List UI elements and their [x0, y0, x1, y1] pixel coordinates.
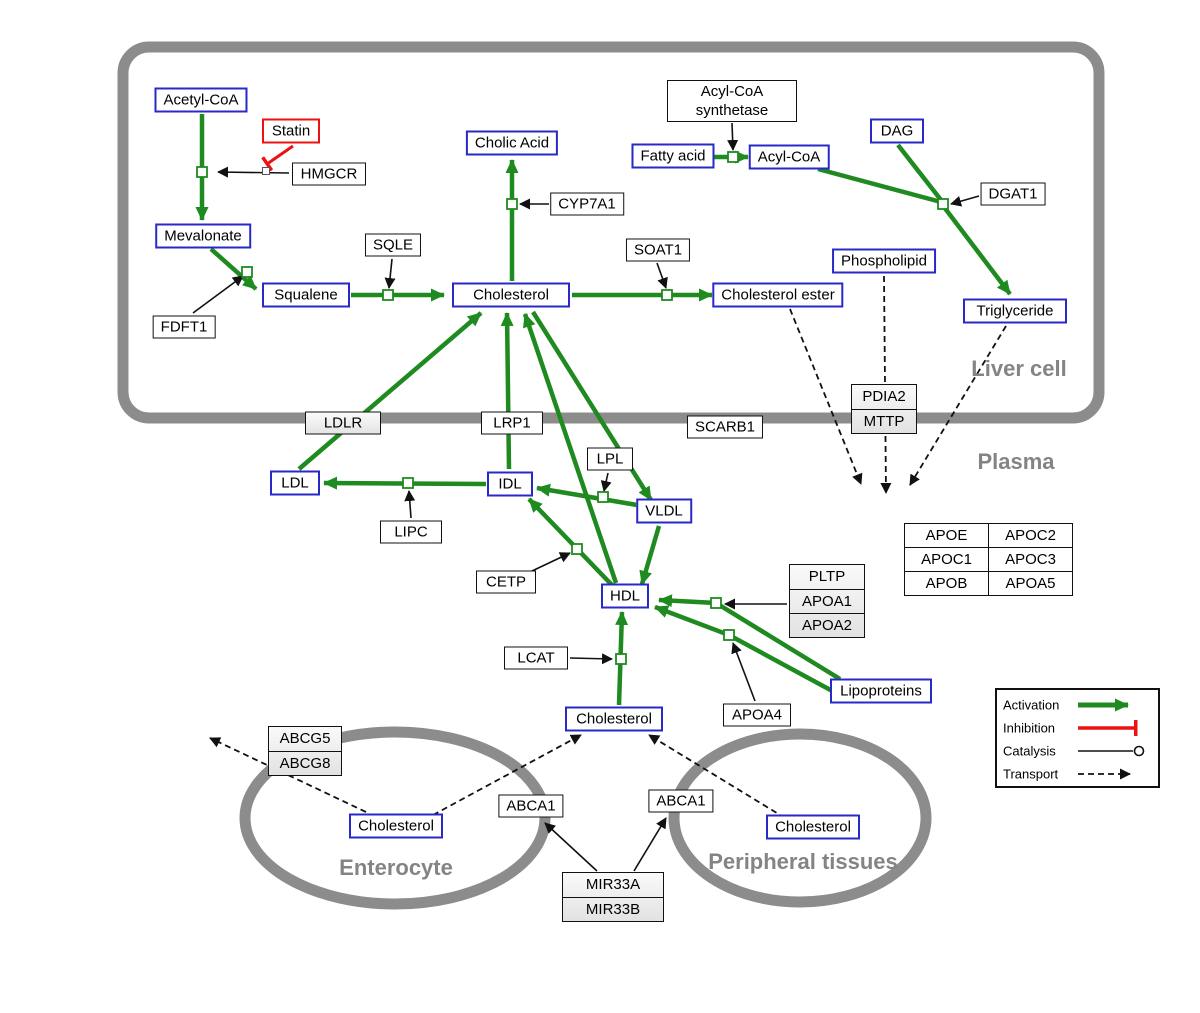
- liver-cell-outline: [117, 41, 1105, 424]
- enterocyte-outline: [239, 726, 551, 910]
- node-lipc[interactable]: LIPC: [380, 520, 442, 544]
- node-cetp[interactable]: CETP: [476, 570, 536, 594]
- node-soat1[interactable]: SOAT1: [625, 238, 691, 262]
- node-pdia2[interactable]: PDIA2: [862, 388, 906, 405]
- node-vldl[interactable]: VLDL: [636, 498, 692, 524]
- node-squalene[interactable]: Squalene: [262, 282, 350, 308]
- node-apoa2[interactable]: APOA2: [790, 613, 864, 637]
- node-fatty-acid[interactable]: Fatty acid: [631, 143, 715, 169]
- node-cholesterol-peripheral[interactable]: Cholesterol: [766, 814, 860, 840]
- enterocyte-label: Enterocyte: [339, 855, 453, 880]
- node-lrp1[interactable]: LRP1: [481, 411, 543, 435]
- node-cholic-acid[interactable]: Cholic Acid: [465, 130, 559, 156]
- node-group-mir33: MIR33A MIR33B: [562, 872, 664, 922]
- acyl-coa-synthetase-line1: Acyl-CoA: [700, 83, 764, 100]
- peripheral-tissues-label: Peripheral tissues: [708, 849, 898, 874]
- node-apoe[interactable]: APOE: [905, 524, 989, 548]
- catalysis-anchor: [262, 167, 270, 175]
- node-abcg5[interactable]: ABCG5: [279, 730, 331, 747]
- node-cholesterol-plasma[interactable]: Cholesterol: [565, 706, 663, 732]
- node-dag[interactable]: DAG: [870, 118, 924, 144]
- legend-inhibition-label: Inhibition: [1003, 720, 1056, 736]
- node-fdft1[interactable]: FDFT1: [152, 315, 216, 339]
- node-lpl[interactable]: LPL: [587, 447, 633, 471]
- legend-transport-label: Transport: [1003, 766, 1059, 782]
- node-mir33b[interactable]: MIR33B: [563, 897, 663, 921]
- node-apoc2[interactable]: APOC2: [989, 524, 1073, 548]
- node-acyl-coa[interactable]: Acyl-CoA: [748, 144, 830, 170]
- legend-catalysis-circle: [1133, 745, 1145, 757]
- node-hmgcr[interactable]: HMGCR: [292, 162, 366, 186]
- activation-edges: [195, 114, 1012, 706]
- node-cyp7a1[interactable]: CYP7A1: [550, 192, 624, 216]
- node-apoa5[interactable]: APOA5: [989, 572, 1073, 596]
- node-ldl[interactable]: LDL: [270, 470, 320, 496]
- acyl-coa-synthetase-line2: synthetase: [695, 102, 769, 119]
- node-statin[interactable]: Statin: [262, 118, 320, 144]
- node-triglyceride[interactable]: Triglyceride: [963, 298, 1067, 324]
- node-group-pltp-apoa1-apoa2: PLTP APOA1 APOA2: [789, 564, 865, 638]
- node-abca1-peripheral[interactable]: ABCA1: [648, 789, 714, 813]
- node-mir33a[interactable]: MIR33A: [585, 876, 641, 893]
- node-pltp[interactable]: PLTP: [808, 568, 846, 585]
- node-sqle[interactable]: SQLE: [364, 233, 422, 257]
- node-lipoproteins[interactable]: Lipoproteins: [830, 678, 932, 704]
- node-apoa4[interactable]: APOA4: [723, 703, 791, 727]
- node-lcat[interactable]: LCAT: [504, 646, 568, 670]
- legend: [995, 688, 1160, 788]
- apolipoprotein-table: APOE APOC2 APOC1 APOC3 APOB APOA5: [904, 523, 1073, 596]
- node-ldlr[interactable]: LDLR: [305, 411, 381, 435]
- inhibition-edge: [261, 144, 294, 172]
- node-group-abcg5-abcg8: ABCG5 ABCG8: [268, 726, 342, 776]
- reaction-nodes: [196, 151, 949, 665]
- node-hdl[interactable]: HDL: [600, 583, 650, 609]
- legend-catalysis-label: Catalysis: [1003, 743, 1056, 759]
- catalysis-edges: [192, 122, 980, 872]
- node-idl[interactable]: IDL: [487, 471, 533, 497]
- peripheral-tissues-outline: [668, 728, 932, 908]
- node-apoa1[interactable]: APOA1: [790, 589, 864, 613]
- node-cholesterol-liver[interactable]: Cholesterol: [452, 282, 570, 308]
- liver-cell-label: Liver cell: [971, 356, 1067, 381]
- compartment-shapes: [117, 41, 1105, 910]
- node-apob[interactable]: APOB: [905, 572, 989, 596]
- legend-activation-label: Activation: [1003, 697, 1060, 713]
- legend-symbols: [1078, 698, 1145, 780]
- node-abcg8[interactable]: ABCG8: [269, 751, 341, 775]
- node-mevalonate[interactable]: Mevalonate: [155, 223, 251, 249]
- node-abca1-enterocyte[interactable]: ABCA1: [498, 794, 564, 818]
- node-group-pdia2-mttp: PDIA2 MTTP: [851, 384, 917, 434]
- node-apoc3[interactable]: APOC3: [989, 548, 1073, 572]
- node-mttp[interactable]: MTTP: [852, 409, 916, 433]
- node-apoc1[interactable]: APOC1: [905, 548, 989, 572]
- node-acetyl-coa[interactable]: Acetyl-CoA: [154, 87, 248, 113]
- node-scarb1[interactable]: SCARB1: [686, 415, 764, 439]
- plasma-label: Plasma: [977, 449, 1055, 474]
- transport-edges: [209, 275, 1007, 819]
- node-acyl-coa-synthetase[interactable]: Acyl-CoA synthetase: [667, 80, 797, 122]
- node-cholesterol-enterocyte[interactable]: Cholesterol: [349, 813, 443, 839]
- node-cholesterol-ester[interactable]: Cholesterol ester: [712, 282, 844, 308]
- node-dgat1[interactable]: DGAT1: [980, 182, 1046, 206]
- node-phospholipid[interactable]: Phospholipid: [832, 248, 936, 274]
